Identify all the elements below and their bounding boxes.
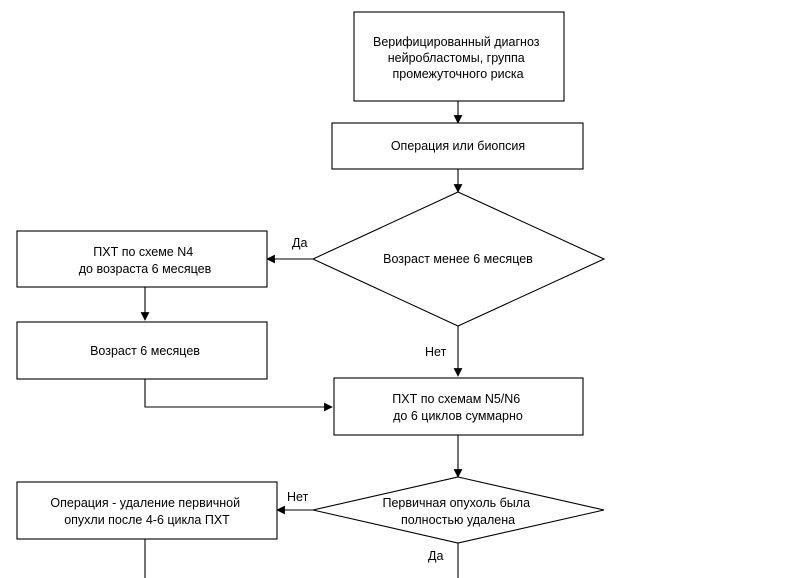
tumor-removed-line-1: Первичная опухоль была [382,496,530,510]
surgery-removal-line-2: опухли после 4-6 цикла ПХТ [64,513,230,527]
surgery-removal-line-1: Операция - удаление первичной [50,496,240,510]
chemo-n5-n6-line-2: до 6 циклов суммарно [393,409,523,423]
svg-text:Первичная опухоль была п: Первичная опухоль была полностью удалена [382,496,533,527]
age-no-label: Нет [425,345,447,359]
tumor-removed-diamond [312,476,605,544]
chemo-n5-n6-box [333,377,584,436]
surgery-or-biopsy-box [331,122,584,170]
tumor-removed-line-2: полностью удалена [401,513,515,527]
node-age-6-months: Возраст 6 месяцев [16,321,268,380]
node-diagnosis: Верифицированный диагноз нейробластомы, … [353,11,565,102]
surgery-removal-box [16,481,278,540]
svg-text:Возраст 6 месяцев: Возраст 6 месяцев [90,344,200,358]
svg-text:Верифицированный диагноз: Верифицированный диагноз нейробластомы, … [373,35,543,81]
age-check-diamond [311,191,606,327]
svg-text:Операция или биопсия: Операция или биопсия [391,139,525,153]
diagnosis-line-2: нейробластомы, группа [388,51,525,65]
svg-text:ПХТ по схемам N5/N6 до: ПХТ по схемам N5/N6 до 6 циклов суммарно [392,392,523,423]
chemo-n4-line-2: до возраста 6 месяцев [79,262,212,276]
surgery-or-biopsy-label: Операция или биопсия [391,139,525,153]
edge-age-6-months-to-chemo-n5-n6 [144,379,333,412]
node-tumor-removed-check: Первичная опухоль была полностью удалена [312,476,605,544]
node-chemo-n5-n6: ПХТ по схемам N5/N6 до 6 циклов суммарно [333,377,584,436]
diagnosis-line-3: промежуточного риска [392,67,523,81]
chemo-n4-box [16,230,268,288]
diagnosis-line-1: Верифицированный диагноз [373,35,540,49]
tumor-no-label: Нет [287,490,309,504]
svg-text:ПХТ по схеме N4 до возр: ПХТ по схеме N4 до возраста 6 месяцев [79,245,212,276]
diagnosis-box [353,11,565,102]
chemo-n5-n6-line-1: ПХТ по схемам N5/N6 [392,392,520,406]
age-check-label: Возраст менее 6 месяцев [383,252,533,266]
chemo-n4-line-1: ПХТ по схеме N4 [93,245,193,259]
age-6-months-box [16,321,268,380]
node-chemo-n4: ПХТ по схеме N4 до возраста 6 месяцев [16,230,268,288]
node-surgery-or-biopsy: Операция или биопсия [331,122,584,170]
svg-text:Возраст менее 6 месяцев: Возраст менее 6 месяцев [383,252,533,266]
edge-labels: Да Нет Нет Да [287,236,447,563]
age-yes-label: Да [292,236,307,250]
edges [140,101,463,578]
node-age-check: Возраст менее 6 месяцев [311,191,606,327]
age-6-months-label: Возраст 6 месяцев [90,344,200,358]
svg-text:Операция - удаление первичной: Операция - удаление первичной опухли пос… [50,496,243,527]
node-surgery-removal: Операция - удаление первичной опухли пос… [16,481,278,540]
tumor-yes-label: Да [428,549,443,563]
